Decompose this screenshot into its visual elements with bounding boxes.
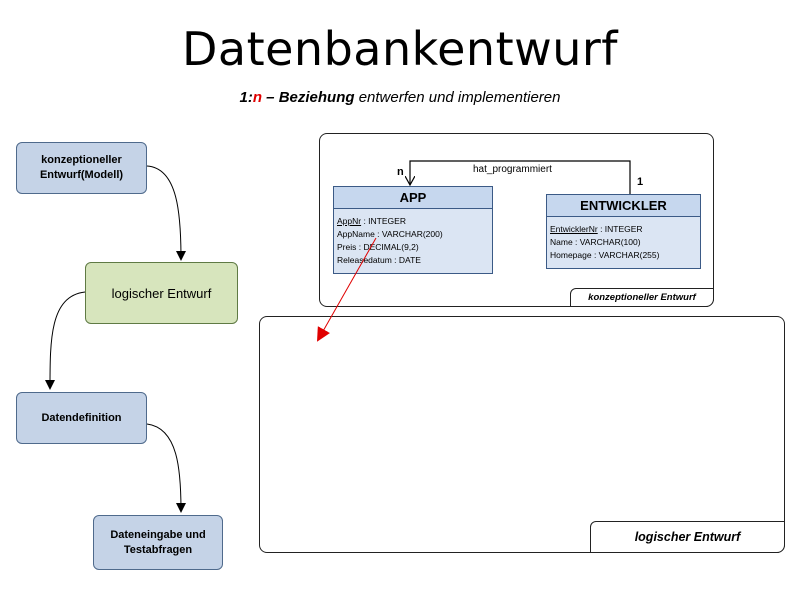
cardinality-one: 1 bbox=[637, 176, 644, 188]
flow-step-conceptual-label: konzeptioneller Entwurf(Modell) bbox=[39, 154, 124, 181]
flow-connector-1 bbox=[146, 165, 186, 261]
attribute-name: AppName bbox=[337, 229, 375, 239]
flow-step-data-entry-label: Dateneingabe und Testabfragen bbox=[110, 528, 206, 556]
entity-entwickler-attributes: EntwicklerNr : INTEGER Name : VARCHAR(10… bbox=[547, 217, 700, 268]
subtitle-relationship: – Beziehung bbox=[262, 89, 355, 106]
entity-app-name: APP bbox=[334, 187, 492, 209]
subtitle-ratio-one: 1: bbox=[239, 89, 253, 106]
cardinality-n: n bbox=[397, 166, 404, 178]
flow-step-definition-label: Datendefinition bbox=[41, 411, 122, 424]
subtitle-ratio-n: n bbox=[252, 89, 263, 106]
logical-panel: logischer Entwurf bbox=[259, 316, 785, 553]
attribute-name: Homepage bbox=[550, 250, 592, 260]
attribute-name: Name bbox=[550, 237, 573, 247]
attribute-row: AppNr : INTEGER bbox=[337, 215, 489, 228]
attribute-type: : VARCHAR(100) bbox=[572, 237, 641, 247]
flow-step-logical-label: logischer Entwurf bbox=[111, 285, 212, 301]
attribute-name: Preis bbox=[337, 242, 357, 252]
conceptual-panel-label: konzeptioneller Entwurf bbox=[570, 288, 714, 307]
attribute-row: Releasedatum : DATE bbox=[337, 254, 489, 267]
attribute-row: EntwicklerNr : INTEGER bbox=[550, 223, 697, 236]
red-transition-arrow bbox=[317, 237, 377, 342]
flow-step-definition: Datendefinition bbox=[16, 392, 147, 444]
attribute-row: Name : VARCHAR(100) bbox=[550, 236, 697, 249]
entity-app: APP AppNr : INTEGER AppName : VARCHAR(20… bbox=[333, 186, 493, 274]
flow-step-logical: logischer Entwurf bbox=[85, 262, 238, 324]
attribute-name-primary-key: EntwicklerNr bbox=[550, 224, 598, 234]
attribute-type: : VARCHAR(255) bbox=[591, 250, 660, 260]
flow-connector-2 bbox=[45, 291, 86, 390]
entity-app-attributes: AppNr : INTEGER AppName : VARCHAR(200) P… bbox=[334, 209, 492, 273]
attribute-name: Releasedatum bbox=[337, 255, 392, 265]
entity-entwickler: ENTWICKLER EntwicklerNr : INTEGER Name :… bbox=[546, 194, 701, 269]
subtitle-rest: entwerfen und implementieren bbox=[354, 89, 561, 106]
page-title: Datenbankentwurf bbox=[181, 22, 618, 76]
relationship-line bbox=[410, 160, 631, 194]
relationship-label: hat_programmiert bbox=[473, 164, 552, 175]
attribute-name-primary-key: AppNr bbox=[337, 216, 362, 226]
attribute-type: : INTEGER bbox=[361, 216, 406, 226]
flow-step-conceptual: konzeptioneller Entwurf(Modell) bbox=[16, 142, 147, 194]
attribute-type: : DECIMAL(9,2) bbox=[356, 242, 419, 252]
flow-connector-3 bbox=[146, 423, 186, 513]
page-subtitle: 1:n – Beziehung entwerfen und implementi… bbox=[0, 89, 800, 106]
attribute-row: AppName : VARCHAR(200) bbox=[337, 228, 489, 241]
attribute-row: Preis : DECIMAL(9,2) bbox=[337, 241, 489, 254]
attribute-type: : VARCHAR(200) bbox=[374, 229, 443, 239]
attribute-row: Homepage : VARCHAR(255) bbox=[550, 249, 697, 262]
entity-entwickler-name: ENTWICKLER bbox=[547, 195, 700, 217]
attribute-type: : DATE bbox=[391, 255, 421, 265]
attribute-type: : INTEGER bbox=[597, 224, 643, 234]
flow-step-data-entry: Dateneingabe und Testabfragen bbox=[93, 515, 223, 570]
logical-panel-label: logischer Entwurf bbox=[590, 521, 785, 553]
